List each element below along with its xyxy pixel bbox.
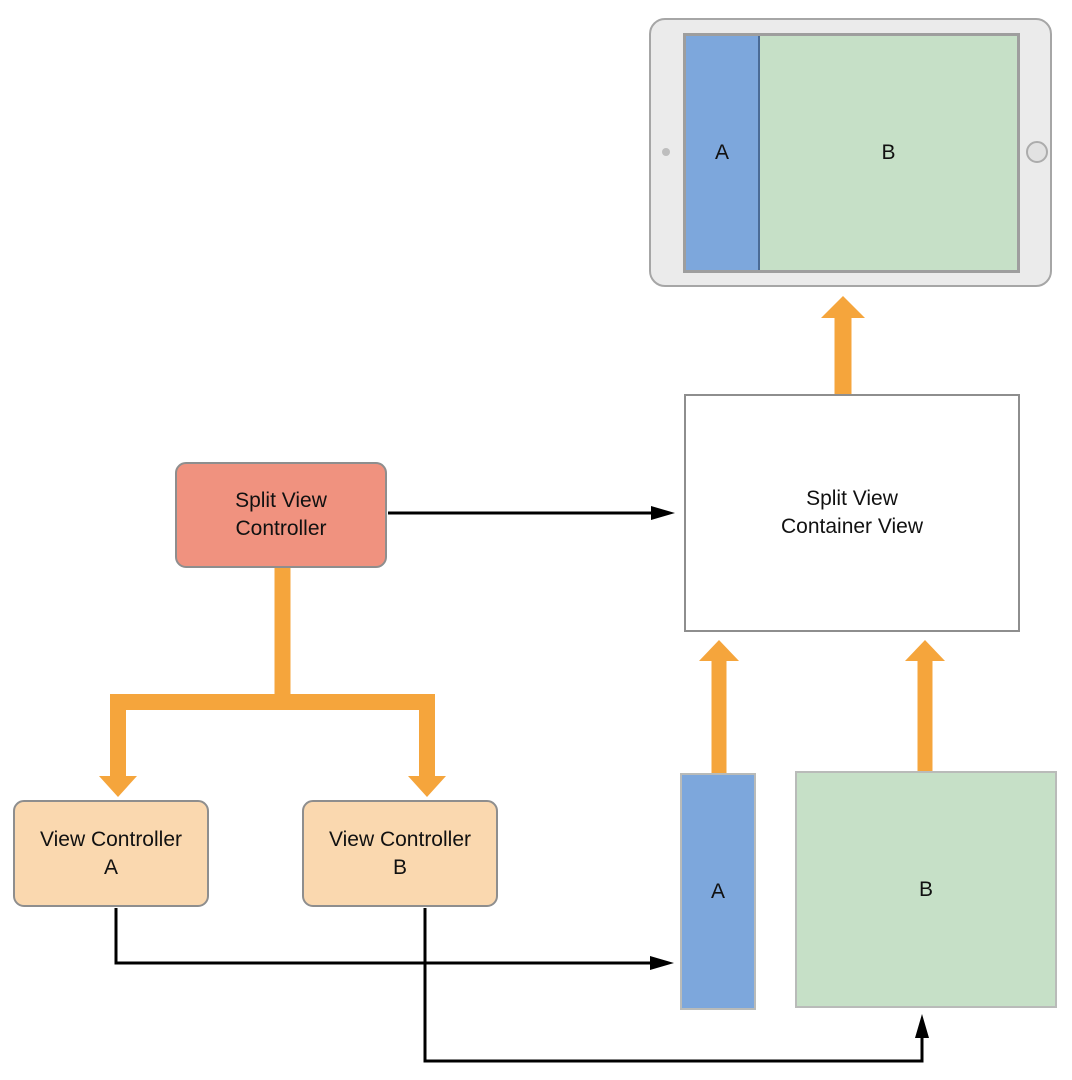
view-controller-b-box: View Controller B xyxy=(302,800,498,907)
view-controller-b-label: View Controller B xyxy=(328,827,471,879)
device-secondary-pane: B xyxy=(760,36,1017,270)
arrow-container-to-device xyxy=(821,296,865,394)
view-a-label: A xyxy=(710,879,725,903)
arrow-controller-to-vc-b xyxy=(408,776,446,797)
arrow-vc-a-to-view-a-line xyxy=(114,908,652,965)
split-view-container-box: Split View Container View xyxy=(684,394,1020,632)
arrow-view-a-to-container xyxy=(699,640,739,773)
view-a-rect: A xyxy=(680,773,756,1010)
tree-stem xyxy=(274,568,291,710)
device-pane-b-label: B xyxy=(881,141,896,164)
arrow-vc-b-to-view-b-head xyxy=(915,1014,929,1038)
ipad-screen: A B xyxy=(683,33,1020,273)
tree-bar xyxy=(110,694,435,710)
view-controller-a-box: View Controller A xyxy=(13,800,209,907)
split-view-controller-box: Split View Controller xyxy=(175,462,387,568)
arrow-controller-to-container-head xyxy=(651,506,675,520)
arrow-view-b-to-container xyxy=(905,640,945,771)
arrow-vc-a-to-view-a-head xyxy=(650,956,674,970)
camera-dot-icon xyxy=(662,148,670,156)
view-b-rect: B xyxy=(795,771,1057,1008)
split-view-controller-label: Split View Controller xyxy=(235,489,327,540)
arrow-controller-to-vc-a xyxy=(99,776,137,797)
tree-drop-left xyxy=(110,710,126,776)
tree-drop-right xyxy=(419,710,435,776)
device-primary-pane: A xyxy=(686,36,760,270)
split-view-container-label: Split View Container View xyxy=(780,487,924,538)
view-controller-a-label: View Controller A xyxy=(39,827,182,879)
device-pane-a-label: A xyxy=(714,141,729,164)
view-b-label: B xyxy=(918,877,933,901)
home-button-icon xyxy=(1026,141,1048,163)
